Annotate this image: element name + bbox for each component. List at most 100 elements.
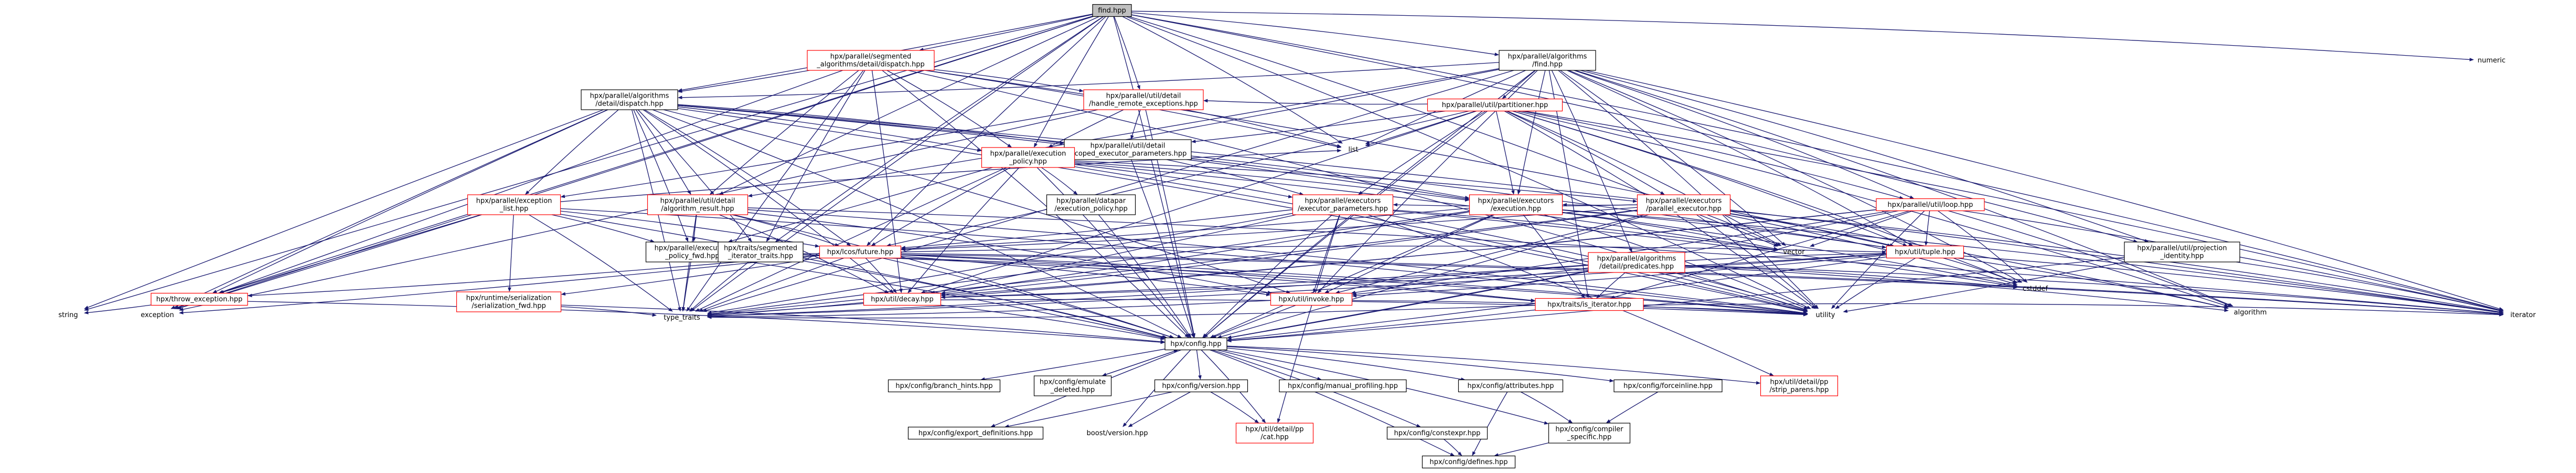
edge-policy-typetraits	[698, 167, 1007, 311]
node-throwex[interactable]: hpx/throw_exception.hpp	[151, 292, 248, 306]
edge-algdisp-utility	[677, 108, 1804, 312]
node-tuple[interactable]: hpx/util/tuple.hpp	[1886, 245, 1964, 259]
node-numeric[interactable]: numeric	[2474, 55, 2509, 67]
node-typetraits[interactable]: type_traits	[657, 312, 707, 324]
node-execution[interactable]: hpx/parallel/executors/execution.hpp	[1469, 194, 1563, 215]
node-isiter[interactable]: hpx/traits/is_iterator.hpp	[1535, 298, 1644, 311]
edge-projid-utility	[1846, 261, 2126, 312]
node-exlist[interactable]: hpx/parallel/exception_list.hpp	[467, 194, 561, 215]
edge-algfind-tuple	[1567, 70, 1910, 245]
node-utility[interactable]: utility	[1808, 309, 1843, 321]
node-manual[interactable]: hpx/config/manual_profiling.hpp	[1279, 379, 1407, 393]
node-serfind[interactable]: hpx/runtime/serialization/serialization_…	[456, 291, 562, 312]
edge-execution-tuple	[1562, 209, 1883, 248]
node-seqpol[interactable]: hpx/parallel/datapar/execution_policy.hp…	[1046, 194, 1136, 215]
edge-polfwd-config	[739, 260, 1162, 338]
node-box-algres	[647, 194, 749, 215]
node-segtraits[interactable]: hpx/traits/segmented_iterator_traits.hpp	[718, 241, 804, 262]
edge-algres-decay	[719, 214, 886, 292]
node-iterator[interactable]: iterator	[2504, 309, 2542, 321]
node-label-serfind: hpx/runtime/serialization	[466, 295, 552, 302]
edge-algfind-policy	[1078, 69, 1500, 149]
node-projid[interactable]: hpx/parallel/util/projection_identity.hp…	[2124, 241, 2240, 262]
edge-arrowhead-scoped-config	[1191, 333, 1194, 338]
edge-predicates-iterator	[1684, 265, 2500, 314]
node-list[interactable]: list	[1342, 144, 1365, 156]
edge-find-policy	[1035, 16, 1109, 145]
node-config[interactable]: hpx/config.hpp	[1164, 337, 1227, 351]
node-policy[interactable]: hpx/parallel/execution_policy.hpp	[981, 147, 1075, 168]
node-exportdef[interactable]: hpx/config/export_definitions.hpp	[907, 426, 1044, 440]
edge-seg-algdisp	[681, 70, 810, 92]
node-vector[interactable]: vector	[1778, 246, 1810, 258]
node-execparams[interactable]: hpx/parallel/executors/executor_paramete…	[1292, 194, 1394, 215]
edge-loop-config	[1230, 210, 1899, 338]
node-attributes[interactable]: hpx/config/attributes.hpp	[1458, 379, 1564, 393]
node-label-serfind: /serialization_fwd.hpp	[472, 302, 546, 310]
edge-arrowhead-config-compiler	[1544, 421, 1549, 425]
node-decay[interactable]: hpx/util/decay.hpp	[863, 292, 942, 306]
node-ppcat[interactable]: hpx/util/detail/pp/cat.hpp	[1235, 423, 1314, 444]
node-algorithm[interactable]: algorithm	[2229, 307, 2272, 319]
node-predicates[interactable]: hpx/parallel/algorithms/detail/predicate…	[1588, 252, 1685, 273]
edge-arrowhead-config-manual	[1317, 377, 1322, 381]
edge-arrowhead-throwex-exception	[173, 306, 178, 309]
node-cstddef[interactable]: cstddef	[2018, 283, 2053, 295]
edge-algfind-utility	[1558, 70, 1816, 307]
node-invoke[interactable]: hpx/util/invoke.hpp	[1270, 292, 1353, 306]
node-string[interactable]: string	[52, 309, 84, 321]
node-box-execparams	[1292, 194, 1394, 215]
node-exception[interactable]: exception	[136, 309, 179, 321]
node-algdisp[interactable]: hpx/parallel/algorithms/detail/dispatch.…	[581, 89, 678, 110]
node-label-numeric: numeric	[2477, 57, 2505, 65]
edge-arrowhead-invoke-config	[1211, 334, 1216, 338]
edge-arrowhead-partitioner-tuple	[1902, 243, 1908, 246]
node-label-defines: hpx/config/defines.hpp	[1429, 458, 1508, 466]
edge-find-string	[87, 16, 1093, 310]
node-unused[interactable]: hpx/util/detail/pp/strip_parens.hpp	[1760, 375, 1839, 396]
edge-arrowhead-seg-decay	[899, 288, 903, 293]
node-handle[interactable]: hpx/parallel/util/detail/handle_remote_e…	[1083, 89, 1204, 110]
node-box-emulate	[1033, 375, 1112, 396]
edge-algdisp-future	[644, 109, 849, 245]
node-algres[interactable]: hpx/parallel/util/detail/algorithm_resul…	[647, 194, 749, 215]
edge-loop-tuple	[1926, 211, 1930, 243]
node-constexpr[interactable]: hpx/config/constexpr.hpp	[1386, 426, 1488, 440]
node-find[interactable]: find.hpp	[1092, 4, 1132, 17]
node-partitioner[interactable]: hpx/parallel/util/partitioner.hpp	[1427, 98, 1563, 112]
edge-decay-typetraits	[710, 302, 864, 316]
node-version[interactable]: hpx/config/version.hpp	[1154, 379, 1248, 393]
node-label-algdisp: hpx/parallel/algorithms	[590, 92, 669, 100]
edge-arrowhead-seg-algdisp	[678, 89, 682, 93]
node-scoped[interactable]: hpx/parallel/util/detail/scoped_executor…	[1064, 139, 1192, 160]
node-defines[interactable]: hpx/config/defines.hpp	[1421, 455, 1516, 469]
node-boostver[interactable]: boost/version.hpp	[1081, 427, 1154, 439]
node-seg[interactable]: hpx/parallel/segmented_algorithms/detail…	[807, 50, 935, 71]
node-algfind[interactable]: hpx/parallel/algorithms/find.hpp	[1499, 50, 1596, 71]
node-label-boostver: boost/version.hpp	[1087, 429, 1148, 437]
node-box-manual	[1279, 379, 1407, 393]
node-compiler[interactable]: hpx/config/compiler_specific.hpp	[1548, 423, 1631, 444]
node-label-predicates: /detail/predicates.hpp	[1599, 263, 1674, 271]
node-forceinline[interactable]: hpx/config/forceinline.hpp	[1613, 379, 1723, 393]
node-emulate[interactable]: hpx/config/emulate_deleted.hpp	[1033, 375, 1112, 396]
edge-arrowhead-seqpol-config	[1187, 333, 1192, 338]
node-label-future: hpx/lcos/future.hpp	[827, 248, 894, 256]
node-loop[interactable]: hpx/parallel/util/loop.hpp	[1876, 198, 1985, 212]
node-branch[interactable]: hpx/config/branch_hints.hpp	[888, 379, 1001, 393]
node-box-constexpr	[1386, 426, 1488, 440]
edge-seg-algres	[712, 70, 859, 193]
edge-seg-segtraits	[767, 70, 865, 239]
edge-policy-seqpol	[1041, 167, 1075, 193]
edge-find-list	[1122, 16, 1340, 142]
node-box-projid	[2124, 241, 2240, 262]
node-future[interactable]: hpx/lcos/future.hpp	[819, 245, 902, 259]
edge-arrowhead-predicates-isiter	[1596, 294, 1601, 299]
node-parexec[interactable]: hpx/parallel/executors/parallel_executor…	[1637, 194, 1731, 215]
edge-isiter-typetraits	[710, 304, 1536, 319]
node-label-predicates: hpx/parallel/algorithms	[1597, 255, 1676, 263]
node-label-exlist: _list.hpp	[499, 205, 528, 213]
edge-isiter-config	[1230, 309, 1536, 341]
edge-arrowhead-attributes-defines	[1472, 451, 1476, 456]
edge-policy-config	[1036, 167, 1189, 335]
